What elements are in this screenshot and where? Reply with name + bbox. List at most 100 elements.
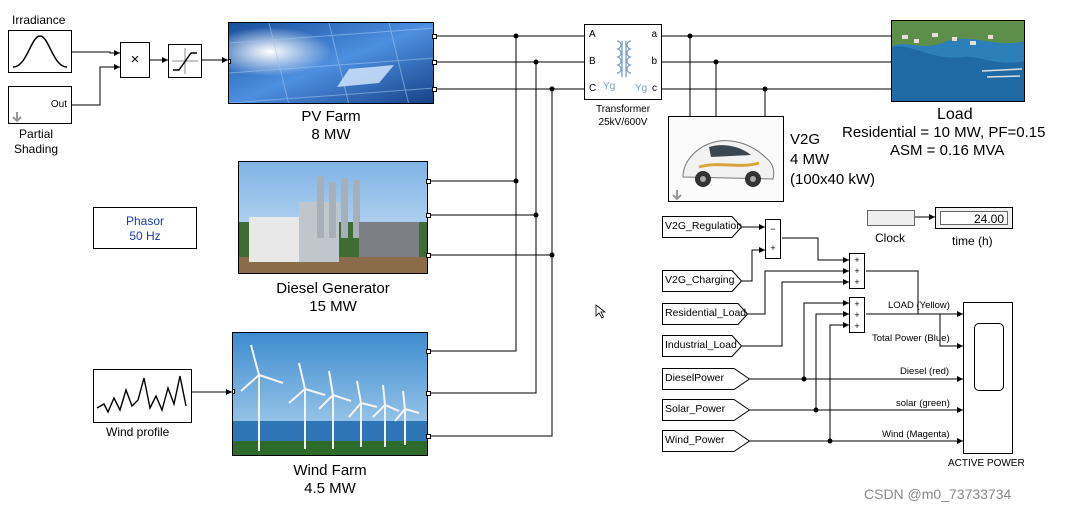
clock-block[interactable] bbox=[867, 210, 915, 226]
tag-label: V2G_Regulation bbox=[665, 220, 743, 232]
partial-shading-out-label: Out bbox=[50, 99, 67, 110]
wind-farm-name: Wind Farm bbox=[293, 462, 367, 479]
scope-input-load: LOAD (Yellow) bbox=[888, 300, 950, 311]
sum-sign: − bbox=[770, 224, 776, 234]
wind-turbine-icon bbox=[233, 333, 427, 455]
transformer-rating: 25kV/600V bbox=[598, 117, 648, 128]
load-block[interactable] bbox=[891, 20, 1025, 102]
time-display-label: time (h) bbox=[952, 234, 993, 248]
transformer-port-A: A bbox=[589, 29, 596, 40]
v2g-rating: 4 MW bbox=[790, 151, 830, 168]
diesel-port-c bbox=[426, 253, 431, 258]
tag-industrial-load[interactable]: Industrial_Load bbox=[662, 335, 742, 357]
sum-sign: + bbox=[854, 310, 860, 320]
scope-label: ACTIVE POWER bbox=[948, 458, 1025, 469]
sum-generation-block[interactable]: + + + bbox=[849, 297, 865, 333]
diesel-generator-block[interactable] bbox=[238, 161, 428, 274]
scope-screen-icon bbox=[974, 323, 1004, 391]
tag-v2g-charging[interactable]: V2G_Charging bbox=[662, 270, 742, 292]
tag-wind-power[interactable]: Wind_Power bbox=[662, 430, 750, 452]
load-residential: Residential = 10 MW, PF=0.15 bbox=[842, 124, 1046, 141]
tag-label: DieselPower bbox=[665, 372, 724, 384]
time-display-value: 24.00 bbox=[940, 211, 1008, 226]
saturation-curve-icon bbox=[172, 48, 198, 74]
transformer-name: Transformer bbox=[595, 104, 651, 115]
powergui-mode: Phasor bbox=[125, 214, 165, 228]
diesel-name: Diesel Generator bbox=[276, 280, 390, 297]
tag-diesel-power[interactable]: DieselPower bbox=[662, 368, 750, 390]
time-display-block[interactable]: 24.00 bbox=[935, 207, 1013, 229]
bell-curve-icon bbox=[12, 35, 68, 68]
wind-profile-label: Wind profile bbox=[106, 425, 170, 439]
transformer-port-c: c bbox=[652, 83, 657, 94]
sum-sign: + bbox=[854, 277, 860, 287]
tag-solar-power[interactable]: Solar_Power bbox=[662, 399, 750, 421]
irradiance-signal-block[interactable] bbox=[8, 30, 72, 73]
transformer-winding-left: Yg bbox=[603, 81, 616, 92]
sum-sign: + bbox=[854, 321, 860, 331]
sum-load-block[interactable]: + + + bbox=[849, 253, 865, 289]
tag-v2g-regulation[interactable]: V2G_Regulation bbox=[662, 216, 742, 238]
v2g-name: V2G bbox=[790, 131, 821, 148]
sum-sign: + bbox=[770, 243, 776, 253]
powergui-frequency: 50 Hz bbox=[129, 229, 161, 243]
electric-car-icon bbox=[669, 117, 783, 201]
transformer-coil-icon bbox=[616, 40, 632, 77]
partial-shading-label: Partial Shading bbox=[14, 127, 59, 156]
load-asm: ASM = 0.16 MVA bbox=[890, 142, 1005, 159]
pv-input-port bbox=[229, 59, 231, 64]
transformer-port-a: a bbox=[651, 29, 657, 40]
transformer-port-b: b bbox=[651, 56, 657, 67]
irradiance-label: Irradiance bbox=[12, 13, 66, 27]
wind-port-a bbox=[426, 349, 431, 354]
pv-farm-name: PV Farm bbox=[301, 108, 361, 125]
pv-port-a bbox=[432, 34, 437, 39]
power-plant-icon bbox=[239, 162, 427, 273]
v2g-block[interactable] bbox=[668, 116, 784, 202]
from-tag-shape bbox=[662, 368, 750, 390]
powergui-block[interactable]: Phasor 50 Hz bbox=[93, 207, 197, 249]
scope-input-diesel: Diesel (red) bbox=[900, 366, 950, 377]
tag-label: Solar_Power bbox=[665, 403, 726, 415]
wind-profile-block[interactable] bbox=[93, 369, 192, 423]
pv-farm-block[interactable] bbox=[228, 22, 434, 104]
from-tag-shape bbox=[662, 216, 742, 238]
partial-shading-block[interactable]: Out bbox=[8, 86, 72, 124]
scope-input-wind: Wind (Magenta) bbox=[882, 429, 950, 440]
wind-farm-rating: 4.5 MW bbox=[304, 480, 356, 497]
solar-panel-icon bbox=[229, 23, 433, 103]
mouse-cursor-icon bbox=[595, 304, 607, 319]
sum-sign: + bbox=[854, 266, 860, 276]
wind-port-c bbox=[426, 434, 431, 439]
tag-residential-load[interactable]: Residential_Load bbox=[662, 303, 748, 325]
from-tag-shape bbox=[662, 303, 748, 325]
diesel-port-a bbox=[426, 179, 431, 184]
load-name: Load bbox=[937, 106, 973, 123]
wind-farm-block[interactable] bbox=[232, 332, 428, 456]
sum-sign: + bbox=[854, 255, 860, 265]
wind-input-port bbox=[233, 389, 235, 394]
from-tag-shape bbox=[662, 335, 742, 357]
wind-port-b bbox=[426, 391, 431, 396]
sum-v2g-block[interactable]: − + bbox=[765, 219, 781, 259]
transformer-port-C: C bbox=[589, 83, 597, 94]
pv-port-b bbox=[432, 60, 437, 65]
product-block[interactable]: × bbox=[120, 42, 150, 78]
from-tag-shape bbox=[662, 399, 750, 421]
subsystem-arrow-icon bbox=[672, 190, 682, 201]
tag-label: Residential_Load bbox=[665, 307, 747, 319]
scope-input-solar: solar (green) bbox=[896, 398, 950, 409]
tag-label: V2G_Charging bbox=[665, 274, 735, 286]
tag-label: Industrial_Load bbox=[665, 339, 737, 351]
random-signal-icon bbox=[96, 375, 187, 414]
from-tag-shape bbox=[662, 270, 742, 292]
transformer-block[interactable]: A B C a b c Yg Yg bbox=[584, 24, 662, 100]
sum-sign: + bbox=[854, 299, 860, 309]
saturation-block[interactable] bbox=[168, 44, 202, 78]
pv-farm-rating: 8 MW bbox=[311, 126, 351, 143]
active-power-scope[interactable] bbox=[963, 302, 1013, 454]
diesel-port-b bbox=[426, 213, 431, 218]
v2g-detail: (100x40 kW) bbox=[790, 171, 876, 188]
from-tag-shape bbox=[662, 430, 750, 452]
